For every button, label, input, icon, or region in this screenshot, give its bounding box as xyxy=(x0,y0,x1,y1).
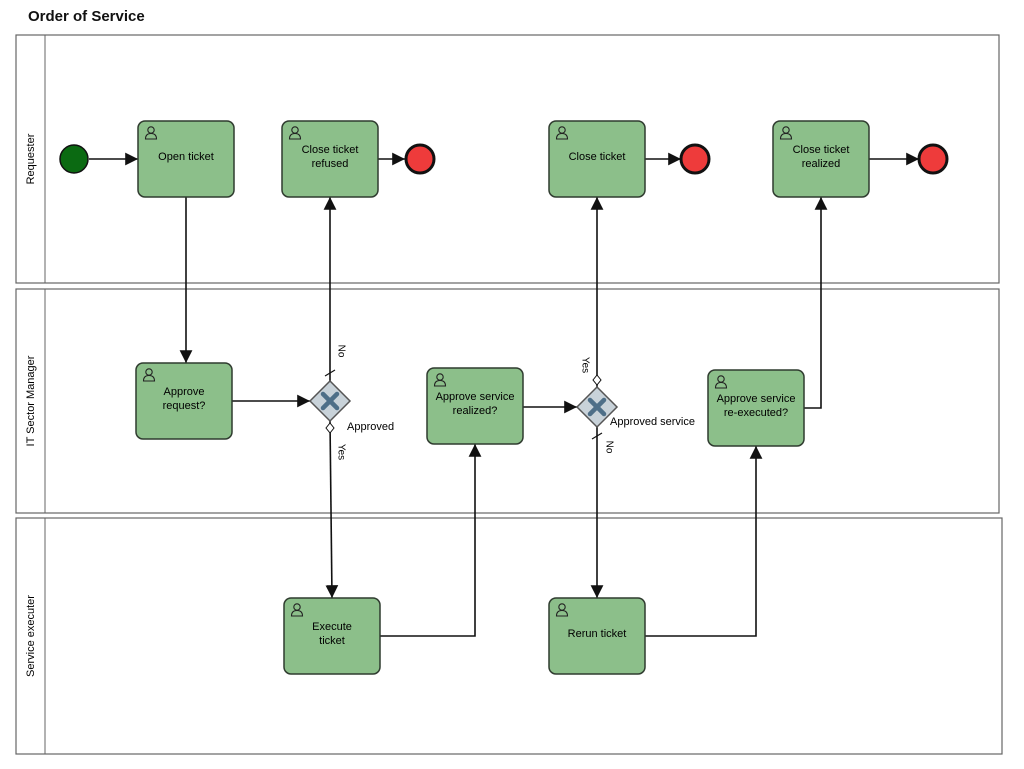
task-label: Execute xyxy=(312,621,352,633)
flow-label-gw2-no: No xyxy=(603,441,614,454)
end-event[interactable] xyxy=(679,143,711,175)
lane-executer: Service executer xyxy=(15,517,1003,755)
user-icon xyxy=(714,375,728,389)
task-label: realized? xyxy=(453,405,498,417)
task-label: refused xyxy=(312,158,349,170)
task-label: Approve xyxy=(164,386,205,398)
condition-marker xyxy=(324,369,336,377)
task-approve-realized[interactable]: Approve service realized? xyxy=(426,367,524,445)
end-event[interactable] xyxy=(917,143,949,175)
task-label: Close ticket xyxy=(793,144,850,156)
sequence-flow xyxy=(645,446,763,637)
x-icon xyxy=(587,397,607,417)
default-flow-marker xyxy=(325,422,335,434)
task-execute[interactable]: Execute ticket xyxy=(283,597,381,675)
gateway-label: Approved xyxy=(347,421,394,433)
task-label: Approve service xyxy=(717,393,796,405)
user-icon xyxy=(779,126,793,140)
exclusive-gateway-gw1[interactable] xyxy=(308,379,352,423)
user-icon xyxy=(555,126,569,140)
task-close[interactable]: Close ticket xyxy=(548,120,646,198)
task-label: Open ticket xyxy=(158,151,214,163)
user-icon xyxy=(290,603,304,617)
task-label: Close ticket xyxy=(302,144,359,156)
lane-label-executer: Service executer xyxy=(25,595,37,677)
default-flow-marker xyxy=(592,374,602,386)
task-approve-request[interactable]: Approve request? xyxy=(135,362,233,440)
task-close-realized[interactable]: Close ticket realized xyxy=(772,120,870,198)
user-icon xyxy=(144,126,158,140)
task-label: realized xyxy=(802,158,841,170)
task-label: Rerun ticket xyxy=(568,628,627,640)
condition-marker xyxy=(591,432,603,440)
task-approve-reexec[interactable]: Approve service re-executed? xyxy=(707,369,805,447)
gateway-label: Approved service xyxy=(610,416,695,428)
diagram-title: Order of Service xyxy=(28,8,145,25)
sequence-flow xyxy=(804,197,828,409)
flow-label-gw2-yes: Yes xyxy=(579,357,590,373)
exclusive-gateway-gw2[interactable] xyxy=(575,385,619,429)
flow-label-gw1-yes: Yes xyxy=(335,444,346,460)
start-event[interactable] xyxy=(59,144,89,174)
sequence-flow xyxy=(325,420,339,599)
sequence-flow xyxy=(380,444,482,637)
user-icon xyxy=(142,368,156,382)
task-rerun[interactable]: Rerun ticket xyxy=(548,597,646,675)
flow-label-gw1-no: No xyxy=(335,345,346,358)
task-label: ticket xyxy=(319,635,345,647)
user-icon xyxy=(433,373,447,387)
task-open[interactable]: Open ticket xyxy=(137,120,235,198)
task-label: Close ticket xyxy=(569,151,626,163)
task-label: Approve service xyxy=(436,391,515,403)
user-icon xyxy=(288,126,302,140)
lane-label-manager: IT Sector Manager xyxy=(25,355,37,446)
task-label: re-executed? xyxy=(724,407,788,419)
user-icon xyxy=(555,603,569,617)
lane-label-requester: Requester xyxy=(25,133,37,184)
task-close-refused[interactable]: Close ticket refused xyxy=(281,120,379,198)
end-event[interactable] xyxy=(404,143,436,175)
task-label: request? xyxy=(163,400,206,412)
x-icon xyxy=(320,391,340,411)
